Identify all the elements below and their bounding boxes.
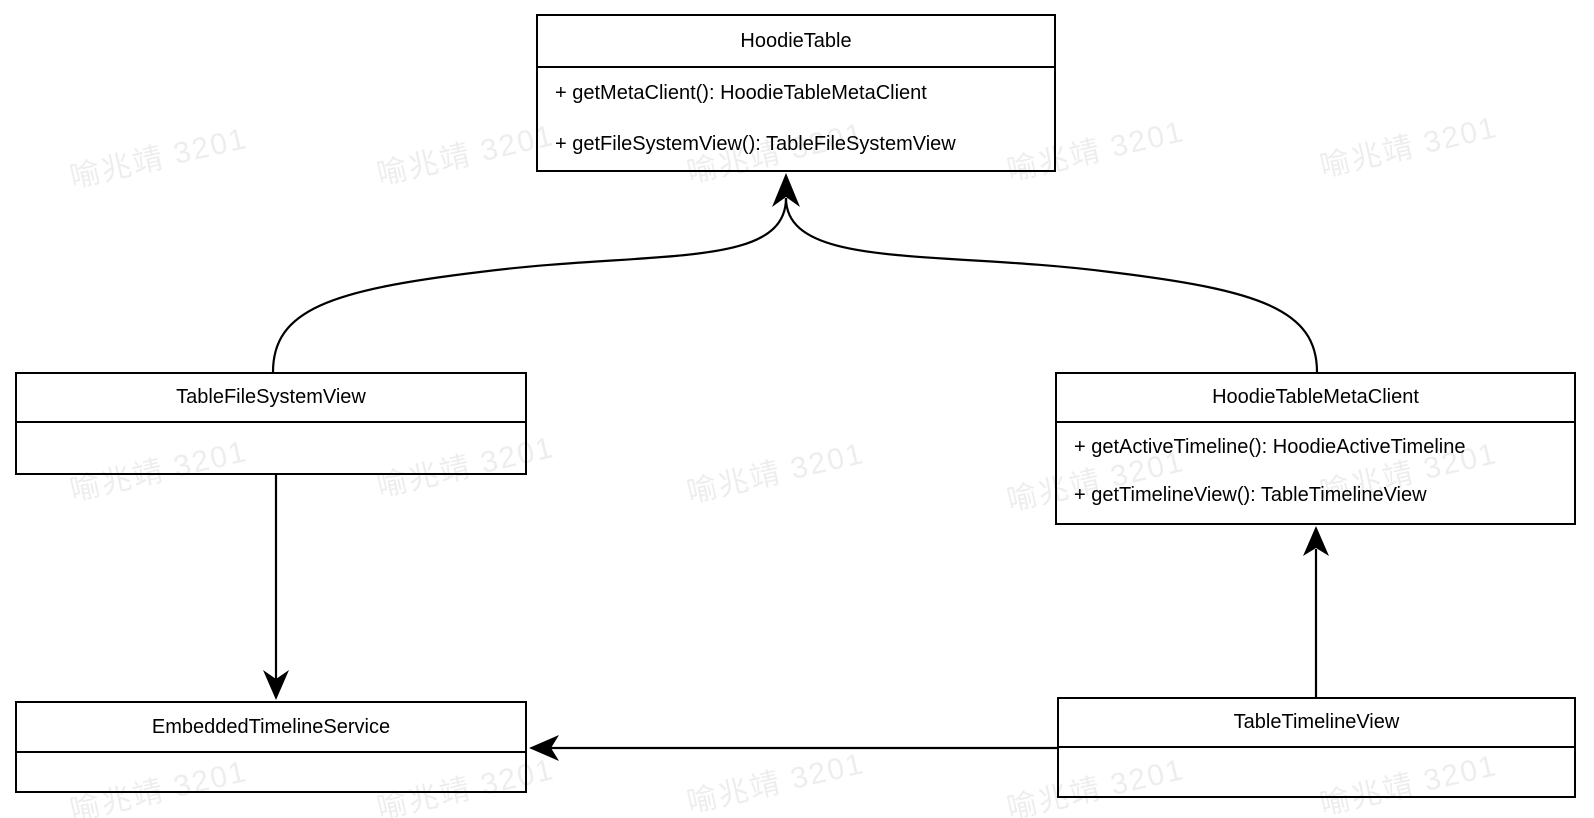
class-box-tabletimelineview: TableTimelineView bbox=[1057, 697, 1576, 798]
method-getfilesystemview: + getFileSystemView(): TableFileSystemVi… bbox=[555, 133, 956, 155]
class-box-tablefilesystemview: TableFileSystemView bbox=[15, 372, 527, 475]
arrowhead-up-hoodietable-icon bbox=[772, 173, 800, 207]
class-body-tablefilesystemview bbox=[17, 423, 525, 473]
arrowhead-down-embeddedtimelineservice-icon bbox=[263, 670, 289, 700]
method-gettimelineview: + getTimelineView(): TableTimelineView bbox=[1074, 484, 1427, 507]
method-getmetaclient: + getMetaClient(): HoodieTableMetaClient bbox=[555, 82, 927, 104]
class-title-tabletimelineview: TableTimelineView bbox=[1059, 699, 1574, 748]
edge-hoodietablemetaclient-to-hoodietable bbox=[784, 197, 1319, 373]
arrowhead-up-hoodietablemetaclient-icon bbox=[1303, 526, 1329, 556]
method-getactivetimeline: + getActiveTimeline(): HoodieActiveTimel… bbox=[1074, 435, 1466, 458]
class-title-embeddedtimelineservice: EmbeddedTimelineService bbox=[17, 703, 525, 753]
class-title-hoodietable: HoodieTable bbox=[538, 16, 1054, 68]
class-box-hoodietable: HoodieTable + getMetaClient(): HoodieTab… bbox=[536, 14, 1056, 172]
class-body-hoodietable: + getMetaClient(): HoodieTableMetaClient… bbox=[538, 68, 1054, 170]
class-title-hoodietablemetaclient: HoodieTableMetaClient bbox=[1057, 374, 1574, 423]
arrowhead-left-embeddedtimelineservice-icon bbox=[529, 735, 559, 761]
class-body-tabletimelineview bbox=[1059, 748, 1574, 796]
class-title-tablefilesystemview: TableFileSystemView bbox=[17, 374, 525, 423]
class-box-hoodietablemetaclient: HoodieTableMetaClient + getActiveTimelin… bbox=[1055, 372, 1576, 525]
class-box-embeddedtimelineservice: EmbeddedTimelineService bbox=[15, 701, 527, 793]
edge-tablefilesystemview-to-hoodietable bbox=[271, 197, 788, 373]
class-body-embeddedtimelineservice bbox=[17, 753, 525, 791]
class-body-hoodietablemetaclient: + getActiveTimeline(): HoodieActiveTimel… bbox=[1057, 423, 1574, 520]
